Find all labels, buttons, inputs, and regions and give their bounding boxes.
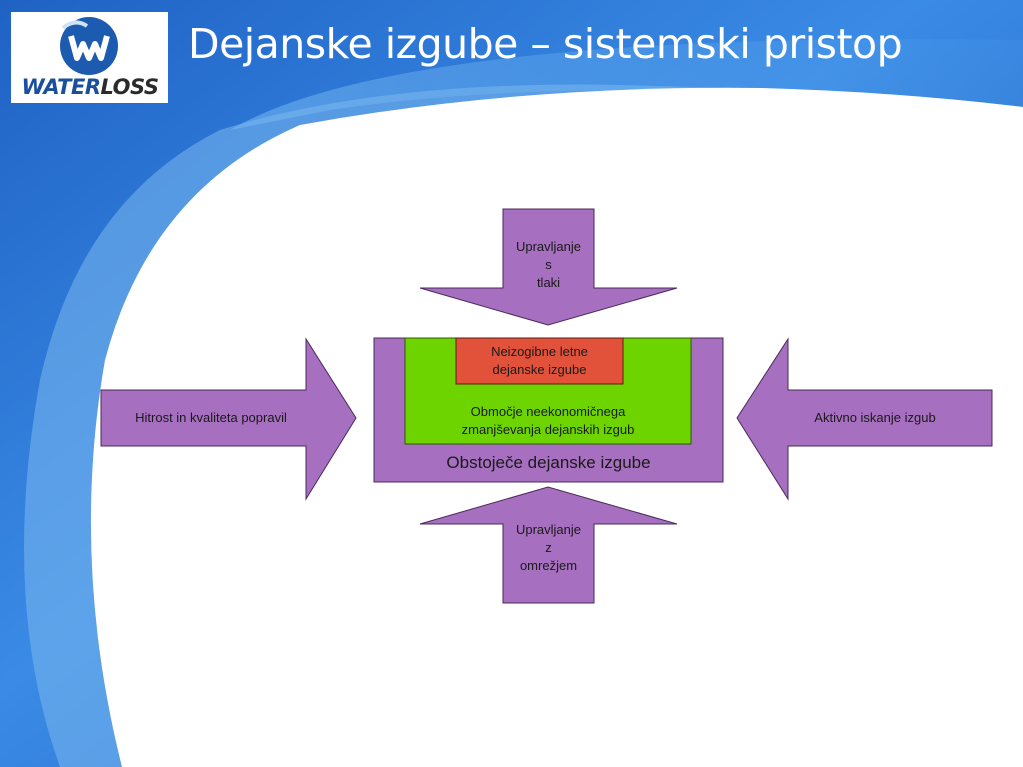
arrow-right-label: Aktivno iskanje izgub	[814, 410, 936, 425]
arrow-top-line-2: s	[545, 257, 552, 272]
middle-box-label: Območje neekonomičnega zmanjševanja deja…	[405, 403, 691, 439]
arrow-top-line-3: tlaki	[536, 275, 561, 290]
arrow-bottom-label: Upravljanje z omrežjem	[503, 521, 594, 575]
inner-box-line-2: dejanske izgube	[492, 362, 587, 377]
arrow-bottom-line-3: omrežjem	[519, 558, 578, 573]
arrow-top-label: Upravljanje s tlaki	[503, 238, 594, 292]
waterloss-logo: WATERLOSS	[11, 12, 168, 103]
waterloss-logo-mark-icon	[60, 17, 118, 75]
arrow-left-label: Hitrost in kvaliteta popravil	[135, 410, 287, 425]
arrow-bottom-line-2: z	[545, 540, 552, 555]
arrow-bottom	[419, 486, 678, 604]
outer-box-label: Obstoječe dejanske izgube	[446, 453, 651, 472]
middle-box-line-1: Območje neekonomičnega	[470, 404, 626, 419]
logo-text-water: WATER	[21, 75, 102, 99]
arrow-bottom-line-1: Upravljanje	[515, 522, 582, 537]
logo-wordmark: WATERLOSS	[15, 75, 165, 99]
arrow-top	[419, 208, 678, 326]
inner-box	[455, 337, 624, 385]
logo-text-loss: LOSS	[100, 75, 160, 99]
inner-box-line-1: Neizogibne letne	[491, 344, 588, 359]
inner-box-label: Neizogibne letne dejanske izgube	[456, 343, 623, 379]
arrow-left	[100, 337, 357, 501]
page-title: Dejanske izgube – sistemski pristop	[188, 20, 903, 68]
middle-box-line-2: zmanjševanja dejanskih izgub	[461, 422, 635, 437]
arrow-top-line-1: Upravljanje	[515, 239, 582, 254]
arrow-right	[736, 337, 993, 501]
